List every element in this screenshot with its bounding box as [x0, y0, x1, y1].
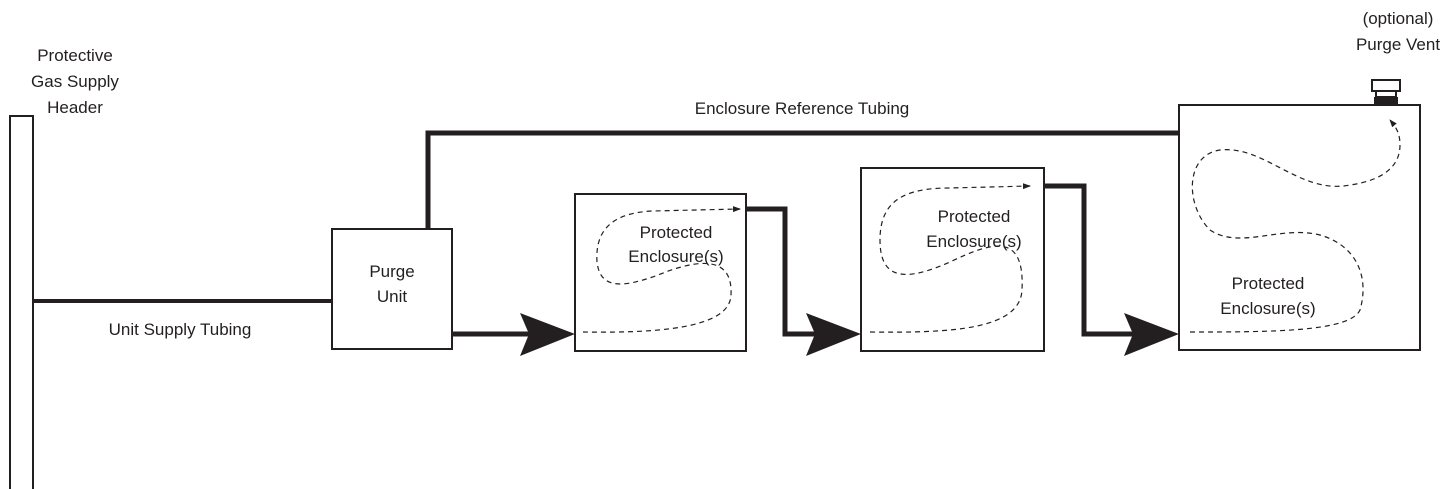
purge-vent-label-line2: Purge Vent — [1356, 35, 1440, 54]
purge-flow-path-2 — [869, 183, 1031, 333]
flow-arrowhead-1 — [520, 313, 575, 356]
header-label-line3: Header — [47, 98, 103, 117]
protected-enclosure-3 — [1178, 104, 1421, 351]
gas-supply-header-pipe — [9, 115, 34, 489]
purge-unit-box — [331, 228, 453, 350]
reference-tubing-label: Enclosure Reference Tubing — [695, 99, 910, 118]
protected-enclosure-1 — [574, 193, 747, 352]
enclosure-3-label-line1: Protected — [1232, 274, 1305, 293]
enclosure-reference-tubing — [425, 130, 1179, 229]
purge-vent-icon — [1371, 79, 1401, 105]
flow-arrowhead-2 — [806, 313, 861, 356]
purge-unit-label-line2: Unit — [377, 287, 408, 306]
purge-unit-label-line1: Purge — [369, 262, 414, 281]
header-label-line2: Gas Supply — [31, 72, 119, 91]
enclosure-1-label-line2: Enclosure(s) — [628, 247, 723, 266]
purge-flow-path-3 — [1189, 119, 1401, 333]
enclosure-3-label-line2: Enclosure(s) — [1220, 299, 1315, 318]
unit-supply-tubing-label: Unit Supply Tubing — [109, 320, 252, 339]
protected-enclosure-2 — [860, 167, 1045, 352]
header-label-line1: Protective — [37, 46, 113, 65]
flow-arrowhead-3 — [1124, 313, 1179, 356]
purge-vent-label-line1: (optional) — [1363, 9, 1434, 28]
enclosure-2-label-line2: Enclosure(s) — [926, 232, 1021, 251]
flow-line-2 — [746, 206, 816, 337]
flow-line-3 — [1044, 183, 1134, 337]
enclosure-1-label-line1: Protected — [640, 223, 713, 242]
enclosure-2-label-line1: Protected — [938, 207, 1011, 226]
purge-flow-path-1 — [582, 206, 741, 333]
